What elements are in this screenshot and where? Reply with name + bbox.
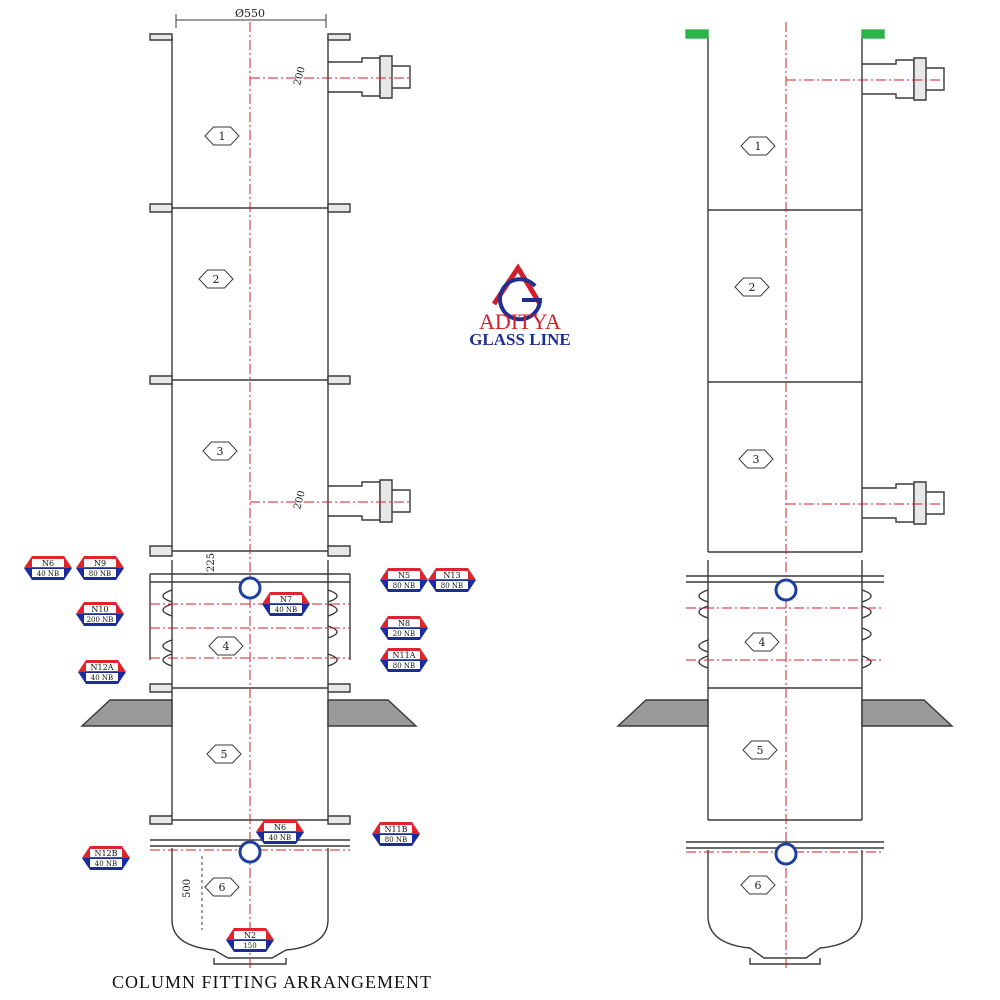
logo-subname: GLASS LINE [469, 330, 571, 349]
section-number: 5 [221, 748, 228, 761]
nozzle-tag: N11B 80 NB [372, 822, 420, 846]
nozzle-tag-id: N2 [244, 931, 256, 940]
section-number: 4 [759, 636, 766, 649]
diameter-label: Ø550 [235, 7, 265, 20]
nozzle-tag: N8 20 NB [380, 616, 428, 640]
nozzle-tag-id: N11B [384, 825, 407, 834]
right-section-labels: 1 2 3 4 5 6 [734, 136, 780, 895]
aditya-logo: ADITYA GLASS LINE [469, 263, 571, 349]
nozzle-tag-id: N6 [42, 559, 54, 568]
nozzle-tag-size: 80 NB [89, 570, 111, 578]
nozzle-tag-size: 40 NB [275, 606, 297, 614]
section-number: 2 [749, 281, 756, 294]
nozzle-tag: N9 80 NB [76, 556, 124, 580]
left-dimension [175, 14, 327, 930]
right-centerlines [686, 22, 944, 968]
nozzle-tag: N7 40 NB [262, 592, 310, 616]
section-number: 3 [753, 453, 760, 466]
section-label: 6 [740, 875, 776, 895]
nozzle-tag: N6 40 NB [256, 820, 304, 844]
left-column [80, 33, 418, 965]
dim-500: 500 [182, 879, 193, 898]
nozzle-tag-size: 80 NB [393, 662, 415, 670]
nozzle-tag: N13 80 NB [428, 568, 476, 592]
nozzle-tag: N12B 40 NB [82, 846, 130, 870]
nozzle-tag-size: 20 NB [393, 630, 415, 638]
nozzle-tag-id: N12A [91, 663, 114, 672]
ports [238, 576, 798, 866]
nozzle-tag-id: N5 [398, 571, 410, 580]
nozzle-tag-id: N12B [94, 849, 117, 858]
dim-225: 225 [206, 553, 217, 572]
nozzle-tag-id: N7 [280, 595, 292, 604]
section-label: 5 [206, 744, 242, 764]
left-flanges [149, 33, 351, 825]
nozzle-tag-size: 40 NB [269, 834, 291, 842]
nozzle-tag-size: 80 NB [441, 582, 463, 590]
section-label: 4 [208, 636, 244, 656]
nozzle-tag: N10 200 NB [76, 602, 124, 626]
section-number: 5 [757, 744, 764, 757]
nozzle-tag: N12A 40 NB [78, 660, 126, 684]
logo-name: ADITYA [479, 309, 561, 334]
section-number: 4 [223, 640, 230, 653]
nozzle-tag-size: 200 NB [87, 616, 114, 624]
nozzle-tag-id: N9 [94, 559, 106, 568]
nozzle-tag-id: N11A [393, 651, 416, 660]
nozzle-tag-size: 40 NB [95, 860, 117, 868]
section-label: 4 [744, 632, 780, 652]
section-label: 3 [738, 449, 774, 469]
nozzle-tag-size: 80 NB [393, 582, 415, 590]
right-column [616, 29, 954, 965]
nozzle-tag-size: 80 NB [385, 836, 407, 844]
nozzle-dim-bottom: 200 [292, 489, 308, 510]
section-label: 5 [742, 740, 778, 760]
section-label: 1 [204, 126, 240, 146]
nozzle-tag-size: 40 NB [37, 570, 59, 578]
nozzle-tag-size: 150 [243, 942, 256, 950]
nozzle-tag: N5 80 NB [380, 568, 428, 592]
section-label: 2 [198, 269, 234, 289]
nozzle-tag: N6 40 NB [24, 556, 72, 580]
section-number: 3 [217, 445, 224, 458]
nozzle-tag-size: 40 NB [91, 674, 113, 682]
section-number: 2 [213, 273, 220, 286]
section-number: 1 [755, 140, 762, 153]
nozzle-tag-id: N6 [274, 823, 286, 832]
section-number: 1 [219, 130, 226, 143]
section-label: 2 [734, 277, 770, 297]
nozzle-tag-id: N13 [443, 571, 460, 580]
nozzle-tag-id: N8 [398, 619, 410, 628]
section-label: 6 [204, 877, 240, 897]
nozzle-tag-id: N10 [91, 605, 108, 614]
nozzle-dim-top: 200 [292, 65, 308, 86]
section-label: 3 [202, 441, 238, 461]
drawing-caption: COLUMN FITTING ARRANGEMENT [112, 972, 432, 992]
section-number: 6 [755, 879, 762, 892]
nozzle-tag: N11A 80 NB [380, 648, 428, 672]
left-section-labels: 1 2 3 4 5 6 [198, 126, 244, 897]
section-label: 1 [740, 136, 776, 156]
section-number: 6 [219, 881, 226, 894]
